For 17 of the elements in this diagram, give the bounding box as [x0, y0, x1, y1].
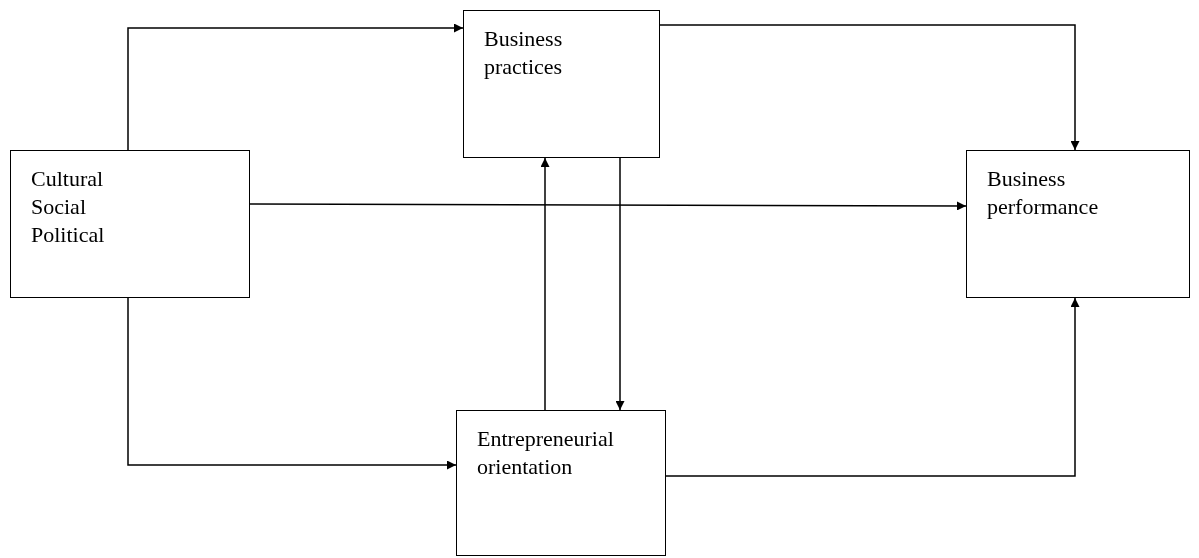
box-label: Entrepreneurial orientation	[477, 425, 615, 481]
box-label: Business practices	[484, 25, 564, 81]
arrow	[615, 157, 625, 411]
arrow	[665, 297, 1080, 477]
process-box	[966, 150, 1190, 298]
box-label: Business performance	[987, 165, 1100, 221]
box-label: Political	[31, 221, 105, 249]
arrow	[249, 201, 967, 211]
process-box	[10, 150, 250, 298]
arrow	[540, 157, 550, 411]
box-label: Social	[31, 193, 86, 221]
box-label: Cultural	[31, 165, 104, 193]
arrow	[127, 297, 457, 470]
process-box	[456, 410, 666, 556]
arrow	[659, 24, 1080, 151]
arrow	[127, 23, 464, 151]
process-box	[463, 10, 660, 158]
